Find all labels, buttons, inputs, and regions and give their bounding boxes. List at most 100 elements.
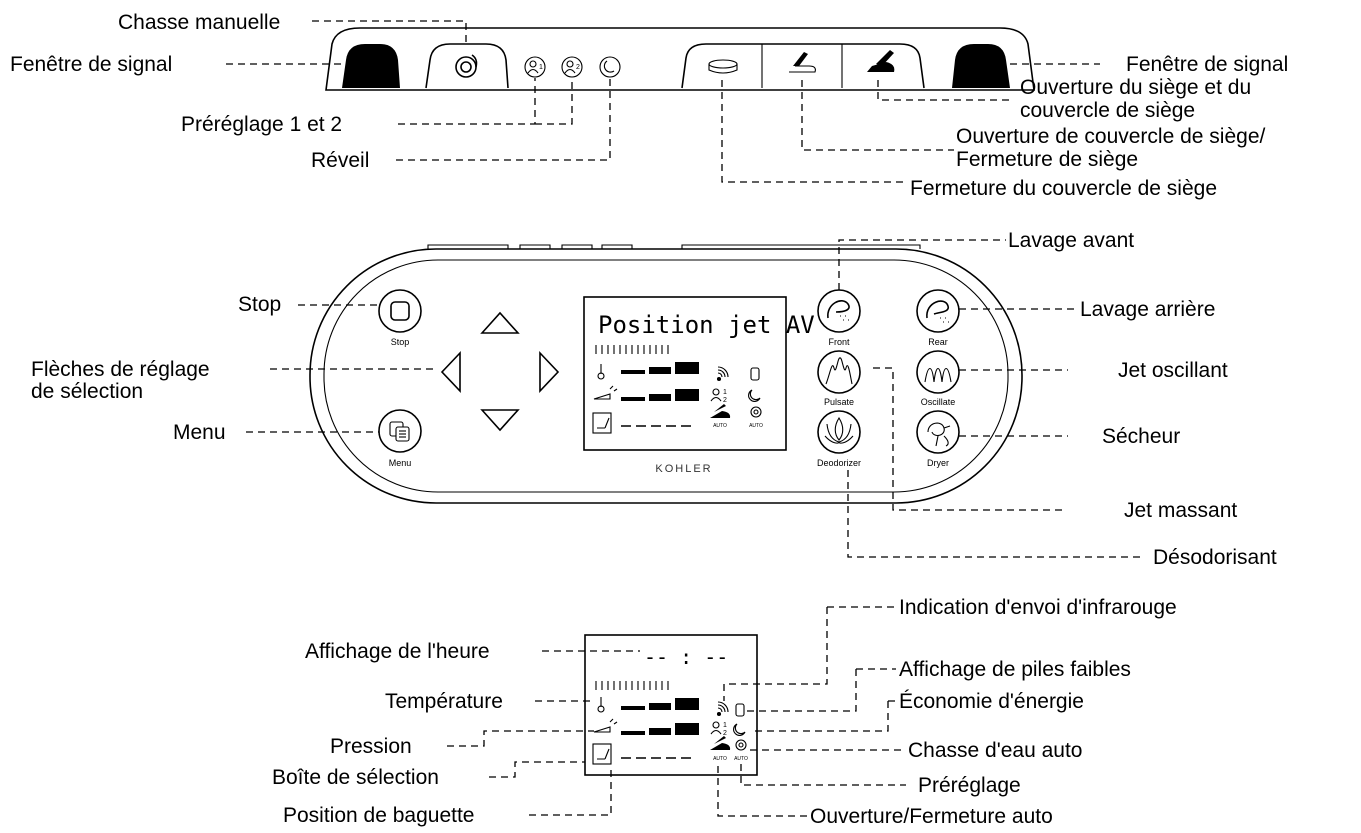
menu-button[interactable]: Menu: [378, 409, 422, 468]
top-panel: 1 2: [10, 11, 1288, 200]
svg-text:AUTO: AUTO: [734, 756, 748, 762]
deodorizer-button[interactable]: Deodorizer: [817, 410, 861, 468]
oscillate-button-label: Oscillate: [921, 397, 956, 407]
label-selection-box: Boîte de sélection: [272, 766, 439, 789]
up-arrow-button[interactable]: [480, 311, 520, 334]
label-lid-open-seat-close-1: Ouverture de couvercle de siège/: [956, 125, 1266, 148]
front-button-label: Front: [828, 337, 850, 347]
label-signal-window-left: Fenêtre de signal: [10, 53, 172, 76]
svg-text:AUTO: AUTO: [713, 423, 727, 429]
display-wand-position-icon: [592, 743, 612, 765]
lcd-pressure-bars: [621, 389, 699, 401]
label-pulsate: Jet massant: [1124, 499, 1237, 522]
lid-close-button[interactable]: [708, 59, 738, 74]
dryer-button-label: Dryer: [927, 458, 949, 468]
rear-spray-dots: [940, 317, 949, 323]
wand-position-icon: [592, 412, 612, 434]
display-temp-bars: [621, 698, 699, 710]
remote-lcd: Position jet AV 12 AUTO AUTO: [583, 296, 815, 451]
label-arrows-2: de sélection: [31, 380, 143, 403]
stop-button-label: Stop: [391, 337, 410, 347]
seat-buttons-group: [681, 43, 925, 89]
preset-icon: 12: [710, 388, 727, 404]
remote-body-outer: [309, 248, 1023, 504]
brand-logo: KOHLER: [655, 463, 712, 475]
label-signal-window-right: Fenêtre de signal: [1126, 53, 1288, 76]
display-preset-icon: 12: [710, 721, 727, 737]
dryer-fan-icon: [927, 422, 951, 447]
label-manual-flush: Chasse manuelle: [118, 11, 280, 34]
oscillate-button[interactable]: Oscillate: [916, 350, 960, 407]
label-front-wash: Lavage avant: [1008, 229, 1134, 252]
label-seat-lid-open-1: Ouverture du siège et du: [1020, 76, 1251, 99]
label-lid-open-seat-close-2: Fermeture de siège: [956, 148, 1138, 171]
label-rear-wash: Lavage arrière: [1080, 298, 1215, 321]
label-auto-open-close: Ouverture/Fermeture auto: [810, 805, 1053, 828]
svg-text:1: 1: [723, 389, 727, 396]
pulsate-button[interactable]: Pulsate: [817, 350, 861, 407]
svg-text:1: 1: [723, 722, 727, 729]
svg-text:AUTO: AUTO: [713, 756, 727, 762]
lcd-temp-bars: [621, 362, 699, 374]
energy-icon: [748, 389, 761, 402]
svg-text:2: 2: [576, 64, 580, 71]
down-arrow-button[interactable]: [480, 409, 520, 432]
front-wash-icon: [827, 300, 850, 319]
pulsate-button-label: Pulsate: [824, 397, 854, 407]
label-oscillate: Jet oscillant: [1118, 359, 1228, 382]
signal-window-left-icon: [342, 44, 400, 88]
display-auto-seat-icon: AUTO: [710, 736, 731, 762]
rear-button-label: Rear: [928, 337, 948, 347]
remote-body-inner: [323, 259, 1009, 493]
rear-wash-icon: [926, 300, 950, 319]
label-wand-position: Position de baguette: [283, 804, 474, 827]
display-detail: -- : -- 12 AUTO AUTO Indication d'en: [272, 596, 1177, 828]
display-ir-icon: [716, 701, 729, 717]
display-tick-scale: [595, 681, 669, 690]
display-pressure-bars: [621, 723, 699, 735]
label-ir: Indication d'envoi d'infrarouge: [899, 596, 1177, 619]
label-arrows-1: Flèches de réglage: [31, 358, 210, 381]
label-temperature: Température: [385, 690, 503, 713]
lcd-tick-scale: [595, 345, 669, 354]
svg-text:1: 1: [539, 64, 543, 71]
display-frame: [584, 634, 758, 776]
label-time: Affichage de l'heure: [305, 640, 490, 663]
label-dryer: Sécheur: [1102, 425, 1180, 448]
display-battery-icon: [735, 703, 745, 717]
preset-2-button[interactable]: 2: [561, 56, 583, 78]
pulsate-icon: [825, 357, 853, 385]
left-arrow-button[interactable]: [440, 350, 461, 394]
front-button[interactable]: Front: [817, 289, 861, 347]
wake-button[interactable]: [599, 56, 621, 78]
display-thermometer-icon: [597, 697, 605, 713]
stop-square-icon: [390, 301, 410, 321]
lid-open-seat-close-button[interactable]: [789, 52, 816, 73]
right-arrow-button[interactable]: [539, 350, 560, 394]
deodorizer-button-label: Deodorizer: [817, 458, 861, 468]
battery-icon: [750, 367, 760, 381]
deodorizer-flower-icon: [824, 416, 854, 444]
seat-lid-open-icon: [867, 50, 895, 72]
display-pressure-icon: [593, 718, 618, 733]
stop-button[interactable]: Stop: [378, 289, 422, 347]
label-preset: Préréglage: [918, 774, 1021, 797]
signal-window-right-icon: [952, 44, 1010, 88]
dryer-button[interactable]: Dryer: [916, 410, 960, 468]
label-energy: Économie d'énergie: [899, 690, 1084, 713]
label-pressure: Pression: [330, 735, 412, 758]
front-spray-dots: [840, 315, 849, 321]
rear-button[interactable]: Rear: [916, 289, 960, 347]
label-preset-1-2: Préréglage 1 et 2: [181, 113, 342, 136]
lid-closed-icon: [708, 59, 738, 74]
seat-lid-open-button[interactable]: [867, 50, 895, 72]
label-auto-flush: Chasse d'eau auto: [908, 739, 1082, 762]
svg-text:2: 2: [723, 730, 727, 737]
ir-icon: [716, 366, 729, 382]
preset-1-button[interactable]: 1: [524, 56, 546, 78]
lid-open-icon: [789, 52, 816, 73]
manual-flush-button[interactable]: [425, 43, 509, 89]
lcd-title: Position jet AV: [598, 311, 815, 339]
oscillate-icon: [924, 367, 952, 383]
label-battery: Affichage de piles faibles: [899, 658, 1131, 681]
